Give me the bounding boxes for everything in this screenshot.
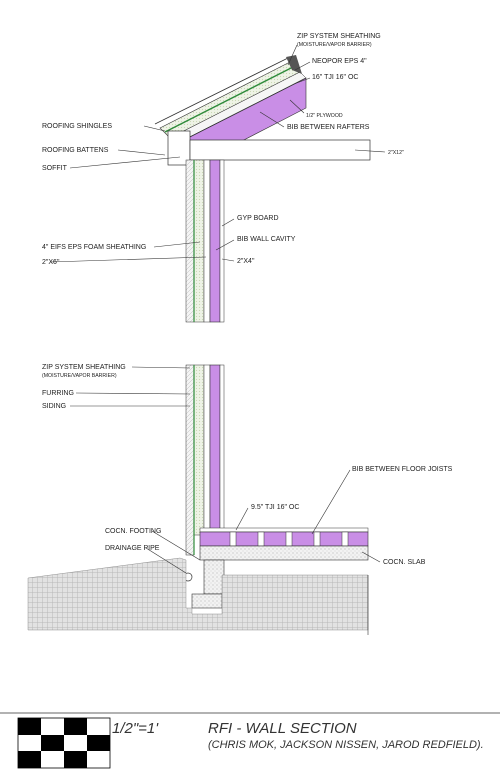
roof-membrane-line <box>164 65 296 133</box>
label-footing: COCN. FOOTING <box>105 528 161 535</box>
stud-2x6-lower <box>203 364 211 531</box>
eifs-upper <box>193 159 205 323</box>
earth-grade <box>27 557 369 631</box>
gyp-board-lower <box>219 364 225 531</box>
roof-assembly <box>154 55 371 166</box>
label-drain: DRAINAGE PIPE <box>105 545 160 552</box>
label-eifs: 4" EIFS EPS FOAM SHEATHING <box>42 244 146 251</box>
concrete-slab <box>199 545 369 561</box>
label-tji-roof: 16" TJI 16" OC <box>312 74 358 81</box>
shingle-line <box>154 56 291 125</box>
drawing-title: RFI - WALL SECTION <box>208 720 357 737</box>
label-tji-floor: 9.5" TJI 16" OC <box>251 504 299 511</box>
label-soffit: SOFFIT <box>42 165 68 172</box>
label-zip-top: ZIP SYSTEM SHEATHING <box>297 33 381 40</box>
ceiling-beam <box>189 139 371 161</box>
gyp-board-upper <box>219 159 225 323</box>
upper-wall <box>185 159 225 323</box>
siding-lower <box>185 364 195 556</box>
label-stud-ext: 2"X6" <box>42 259 60 266</box>
label-furring: FURRING <box>42 390 74 397</box>
label-shingles: ROOFING SHINGLES <box>42 123 112 130</box>
wall-cavity-insulation-upper <box>209 159 221 323</box>
wall-cavity-insulation-lower <box>209 364 221 531</box>
eifs-lower <box>193 364 205 536</box>
label-zip-top-sub: (MOISTURE/VAPOR BARRIER) <box>297 42 372 48</box>
siding-upper <box>185 159 195 323</box>
scale-text: 1/2"=1' <box>112 720 159 737</box>
label-slab: COCN. SLAB <box>383 559 426 566</box>
label-bib-wall: BIB WALL CAVITY <box>237 236 296 243</box>
ridge-cap <box>286 55 302 74</box>
label-gyp: GYP BOARD <box>237 215 279 222</box>
label-stud-int: 2"X4" <box>237 258 255 265</box>
label-zip-bottom: ZIP SYSTEM SHEATHING <box>42 364 126 371</box>
concrete-footing <box>191 593 223 609</box>
label-bib-floor: BIB BETWEEN FLOOR JOISTS <box>352 466 453 473</box>
title-block: 1/2"=1' RFI - WALL SECTION (CHRIS MOK, J… <box>0 712 500 769</box>
leader-lines <box>49 44 386 574</box>
annotation-labels: ZIP SYSTEM SHEATHING (MOISTURE/VAPOR BAR… <box>42 33 453 566</box>
scale-bar-checker <box>17 717 111 769</box>
drawing-authors: (CHRIS MOK, JACKSON NISSEN, JAROD REDFIE… <box>208 739 484 751</box>
floor-assembly <box>27 527 369 635</box>
rafter-top-line <box>175 77 307 145</box>
label-neopor: NEOPOR EPS 4" <box>312 58 367 65</box>
label-plywood: 1/2" PLYWOOD <box>306 113 343 119</box>
subfloor <box>199 527 369 533</box>
label-siding: SIDING <box>42 403 66 410</box>
label-bib-rafters: BIB BETWEEN RAFTERS <box>287 124 370 131</box>
stem-wall <box>203 559 225 595</box>
label-beam: 2"X12" <box>388 150 404 156</box>
stud-2x6-upper <box>203 159 211 323</box>
lower-wall <box>185 364 225 556</box>
label-zip-bottom-sub: (MOISTURE/VAPOR BARRIER) <box>42 373 117 379</box>
label-battens: ROOFING BATTENS <box>42 147 109 154</box>
